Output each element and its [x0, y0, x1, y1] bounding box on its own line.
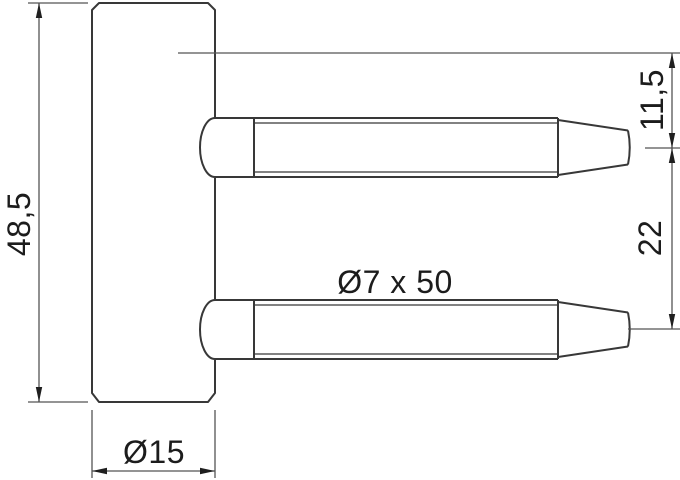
arrow-diameter-right [200, 467, 215, 475]
arrow-offset-up [668, 53, 676, 68]
arrow-diameter-left [92, 467, 107, 475]
arrow-spacing-down [668, 314, 676, 329]
dim-offset-label: 11,5 [634, 69, 670, 131]
body-outline [91, 2, 216, 403]
dimension-lines [28, 2, 680, 478]
dimension-labels: 48,5 11,5 22 Ø7 x 50 Ø15 [1, 69, 670, 470]
pin-lower [215, 299, 631, 360]
arrow-height-up [35, 3, 43, 18]
pin-upper [215, 117, 631, 178]
dim-diameter-label: Ø15 [123, 434, 185, 470]
pin-upper-taper-top [557, 119, 629, 132]
pin-upper-taper-bottom [557, 163, 629, 176]
arrow-height-down [35, 387, 43, 402]
dim-height-label: 48,5 [1, 192, 37, 256]
part-geometry [91, 2, 631, 403]
arrow-offset-down [668, 133, 676, 148]
pin-lower-taper-bottom [557, 345, 629, 358]
pin-lower-taper-top [557, 301, 629, 314]
dim-pin-size-label: Ø7 x 50 [337, 264, 453, 300]
dimension-arrows [35, 3, 676, 475]
pin-upper-tip-face [627, 130, 631, 165]
arrow-spacing-up [668, 148, 676, 163]
dim-spacing-label: 22 [632, 220, 668, 257]
